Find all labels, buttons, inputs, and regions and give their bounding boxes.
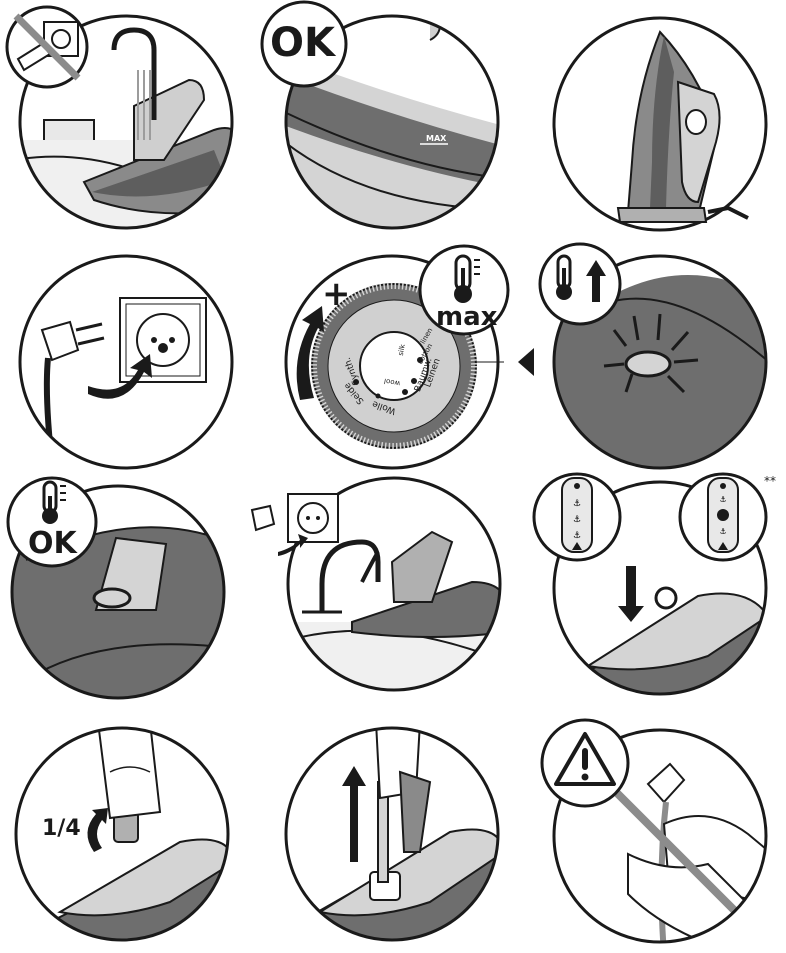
plug-into-socket-icon bbox=[18, 254, 234, 470]
quarter-turn-anti-scale-icon bbox=[14, 726, 230, 942]
unplug-from-socket-icon bbox=[250, 493, 339, 556]
fill-water-tank-tap-unplugged-icon bbox=[18, 14, 234, 230]
svg-text:⚓: ⚓ bbox=[573, 499, 581, 509]
panel-cord-warning bbox=[540, 718, 772, 948]
thermometer-max-icon bbox=[418, 244, 510, 336]
ok-badge-circle bbox=[260, 0, 348, 88]
panel-steam-eco: ⚓ ⚓ ⚓ ⚓ ⚓ ** bbox=[532, 472, 776, 700]
panel-plug-in bbox=[14, 250, 238, 474]
svg-text:⚓: ⚓ bbox=[719, 495, 726, 504]
max-mark-label: MAX bbox=[426, 134, 447, 143]
iron-on-heel-rest-icon bbox=[552, 16, 768, 232]
panel-iron-heel bbox=[548, 12, 772, 236]
svg-text:⚓: ⚓ bbox=[573, 531, 581, 541]
panel-dial-max: Wolle Seide Synth. Leinen Baumw. wool si… bbox=[280, 244, 510, 474]
plus-label: + bbox=[322, 274, 351, 314]
unplug-and-rinse-icon bbox=[286, 476, 502, 692]
steam-dial-icon: ⚓ ⚓ ⚓ bbox=[532, 472, 622, 562]
ok-thermo-label: OK bbox=[28, 526, 77, 561]
max-badge-label: max bbox=[436, 302, 498, 332]
quarter-turn-label: 1/4 bbox=[42, 816, 81, 841]
panel-light-on bbox=[518, 242, 772, 474]
warning-triangle-icon bbox=[540, 718, 630, 808]
thermometer-rising-icon bbox=[538, 242, 622, 326]
ok-badge-label: OK bbox=[270, 20, 335, 66]
tank-level-ok-icon bbox=[284, 14, 500, 230]
no-plug-icon bbox=[5, 5, 89, 89]
steam-dial-eco-icon: ⚓ ⚓ bbox=[678, 472, 768, 562]
panel-quarter-turn: 1/4 bbox=[10, 722, 234, 946]
panel-tank-max: MAX OK bbox=[260, 0, 504, 234]
panel-fill-tank bbox=[5, 5, 238, 234]
footnote-marker: ** bbox=[764, 474, 776, 488]
panel-light-off: OK bbox=[6, 476, 230, 704]
pull-out-anti-scale-valve-icon bbox=[284, 726, 500, 942]
panel-pull-valve bbox=[280, 722, 504, 946]
svg-text:⚓: ⚓ bbox=[573, 515, 581, 525]
svg-text:⚓: ⚓ bbox=[719, 527, 726, 536]
panel-unplug-rinse bbox=[250, 472, 506, 696]
thermometer-ok-icon bbox=[6, 476, 98, 568]
